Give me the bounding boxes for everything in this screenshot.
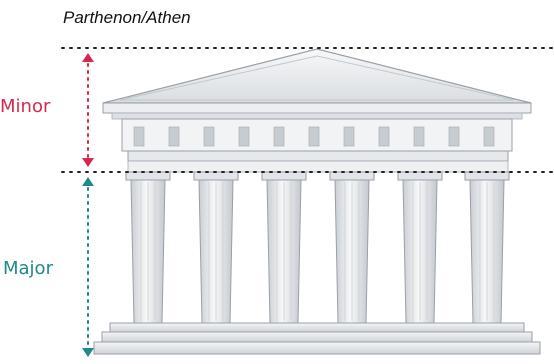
minor-label: Minor: [0, 96, 50, 117]
major-arrow: [82, 177, 94, 357]
minor-arrow: [82, 53, 94, 167]
temple-steps: [94, 323, 540, 354]
column-fluting: [141, 182, 494, 321]
architrave-lower: [128, 161, 508, 172]
cornice-lower: [112, 113, 522, 119]
pediment: [103, 49, 531, 103]
architrave: [128, 151, 508, 161]
cornice: [103, 103, 531, 113]
diagram-caption: Parthenon/Athen: [63, 8, 191, 28]
major-label: Major: [3, 258, 53, 279]
greek-temple-icon: [94, 49, 540, 354]
columns: [126, 172, 509, 323]
